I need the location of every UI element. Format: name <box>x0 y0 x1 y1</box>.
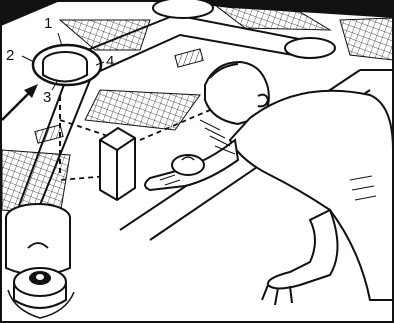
foot-top <box>153 0 213 18</box>
adjuster-knob <box>172 155 204 175</box>
bubble-level-box <box>100 128 135 200</box>
foot-right <box>285 38 335 58</box>
callout-3: 3 <box>43 90 51 105</box>
callout-2: 2 <box>6 48 14 63</box>
callout-1: 1 <box>44 16 52 31</box>
callout-4: 4 <box>106 54 114 69</box>
